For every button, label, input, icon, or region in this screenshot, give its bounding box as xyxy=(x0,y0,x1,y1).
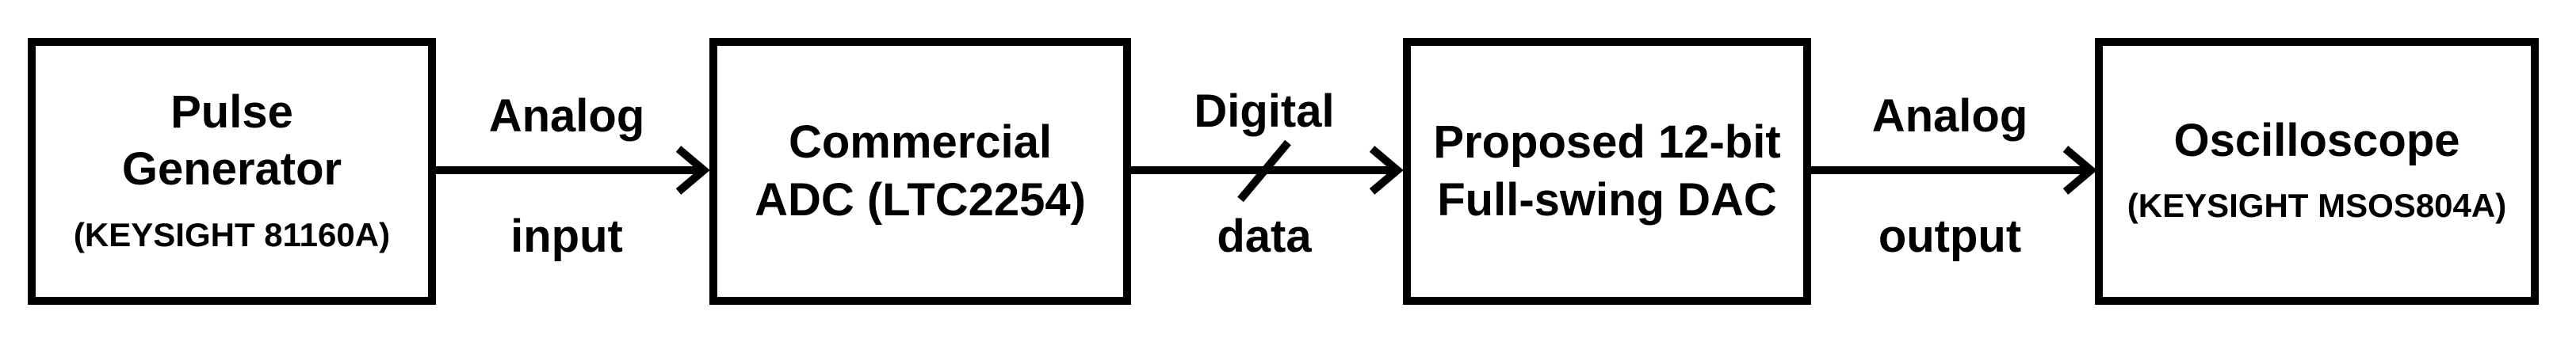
block-pulse-generator: Pulse Generator (KEYSIGHT 81160A) xyxy=(28,38,436,305)
block-title-line: Generator xyxy=(121,143,342,195)
block-model: (KEYSIGHT 81160A) xyxy=(73,215,391,253)
block-title-line: ADC (LTC2254) xyxy=(755,173,1086,226)
connector-label-bottom: data xyxy=(1217,211,1312,262)
bus-slash-icon xyxy=(1237,139,1291,203)
connector-label-bottom: output xyxy=(1878,211,2022,262)
connector-label-top: Analog xyxy=(1871,90,2028,142)
block-proposed-dac: Proposed 12-bit Full-swing DAC xyxy=(1403,38,1811,305)
connector-label-bottom: input xyxy=(510,211,623,262)
block-model: (KEYSIGHT MSOS804A) xyxy=(2127,187,2507,225)
block-title-line: Commercial xyxy=(788,116,1053,168)
arrow-dac-to-oscilloscope xyxy=(1809,146,2097,195)
block-title-line: Pulse xyxy=(170,86,293,138)
connector-label-top: Analog xyxy=(488,90,645,142)
connector-label-top: Digital xyxy=(1194,86,1335,137)
block-title-line: Full-swing DAC xyxy=(1437,173,1777,226)
block-title-line: Oscilloscope xyxy=(2173,114,2460,166)
block-commercial-adc: Commercial ADC (LTC2254) xyxy=(709,38,1131,305)
arrow-pulse-to-adc xyxy=(432,146,710,195)
block-oscilloscope: Oscilloscope (KEYSIGHT MSOS804A) xyxy=(2095,38,2539,305)
block-title-line: Proposed 12-bit xyxy=(1433,116,1781,168)
arrow-adc-to-dac xyxy=(1127,139,1404,203)
